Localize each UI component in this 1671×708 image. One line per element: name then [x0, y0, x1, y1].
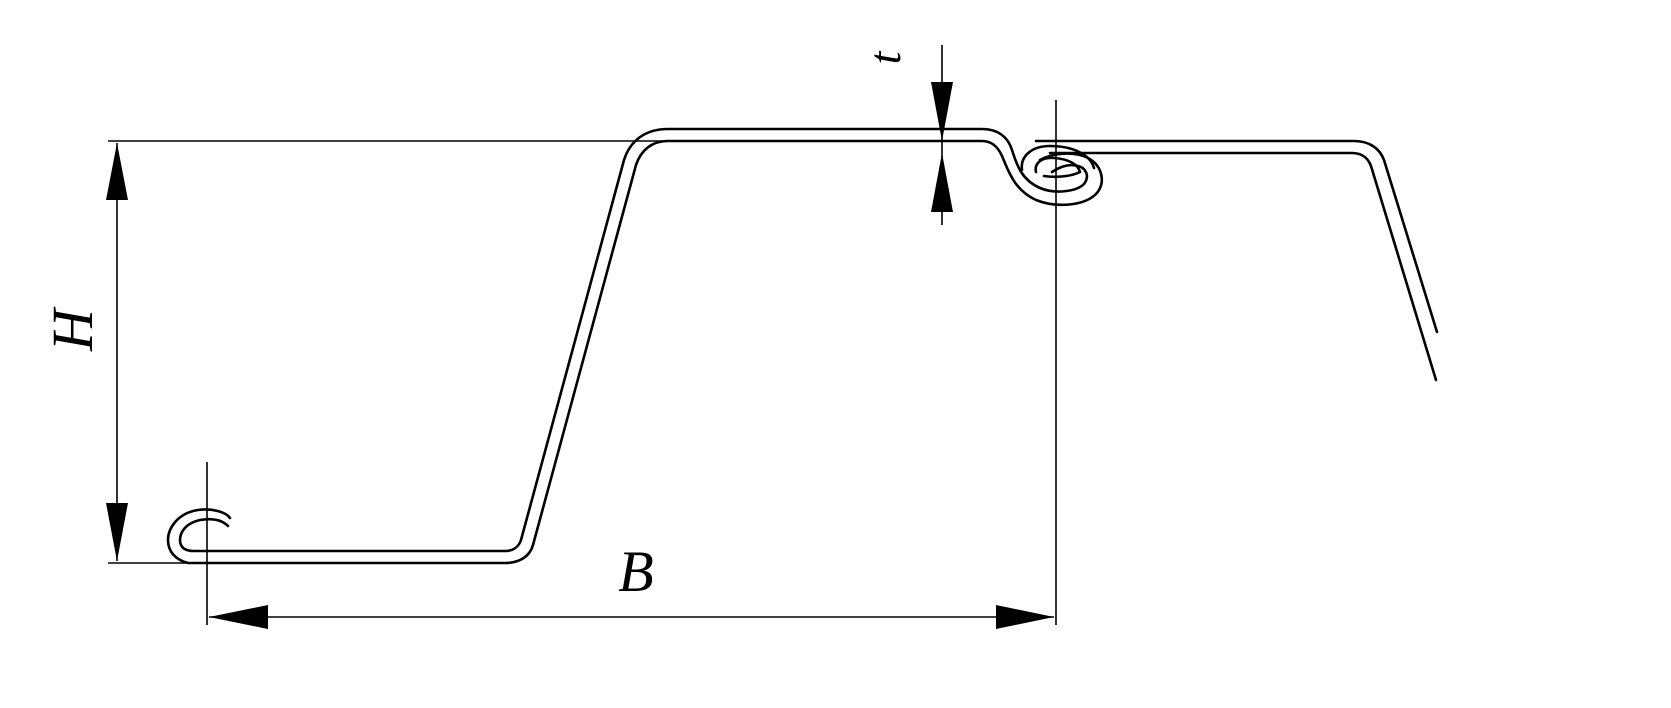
thickness-dimension: t: [859, 50, 953, 212]
arrowhead-up-icon: [106, 143, 128, 200]
profile-inner-line: [178, 127, 1089, 553]
width-dimension: B: [209, 539, 1054, 629]
adjacent-outer-line: [1034, 139, 1439, 334]
arrowhead-left-icon: [209, 605, 268, 629]
interlock-loop-inner: [1034, 156, 1082, 179]
height-dimension: H: [40, 143, 128, 561]
adjacent-pile-profile: [1034, 139, 1439, 382]
interlock-loop-outer: [1020, 144, 1096, 172]
arrowhead-down-icon: [106, 503, 128, 561]
arrowhead-up-icon: [931, 153, 953, 212]
arrowhead-down-icon: [931, 82, 953, 141]
arrowhead-right-icon: [996, 605, 1054, 629]
adjacent-inner-line: [1048, 151, 1438, 382]
profile-outer-line: [166, 139, 1104, 565]
sheet-pile-profile: [166, 127, 1104, 565]
extension-lines: [108, 45, 1057, 625]
width-label: B: [618, 539, 653, 604]
thickness-label: t: [859, 50, 910, 64]
height-label: H: [40, 306, 105, 352]
